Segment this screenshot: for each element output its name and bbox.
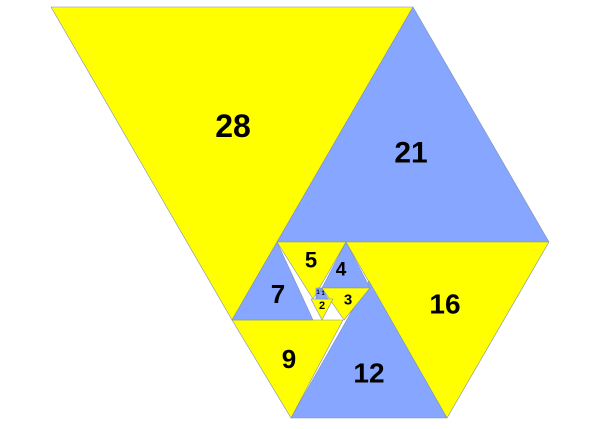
triangle-12 xyxy=(290,280,448,419)
triangle-3 xyxy=(321,287,371,321)
triangle-16-label: 16 xyxy=(429,289,460,320)
triangle-1-right xyxy=(315,287,329,300)
triangle-5 xyxy=(276,241,347,300)
triangle-7-label: 7 xyxy=(271,279,285,309)
triangle-1-right-label: 1 xyxy=(321,291,325,297)
triangle-28-label: 28 xyxy=(215,108,251,144)
triangle-21-label: 21 xyxy=(394,137,427,170)
triangle-7 xyxy=(231,241,314,321)
triangle-9-label: 9 xyxy=(282,344,296,374)
triangle-4-label: 4 xyxy=(336,260,347,281)
triangle-3-label: 3 xyxy=(344,292,352,309)
triangle-12-label: 12 xyxy=(353,358,384,389)
triangle-5-label: 5 xyxy=(305,248,317,273)
triangle-2-label: 2 xyxy=(319,300,325,312)
triangle-1-left-label: 1 xyxy=(316,290,320,296)
